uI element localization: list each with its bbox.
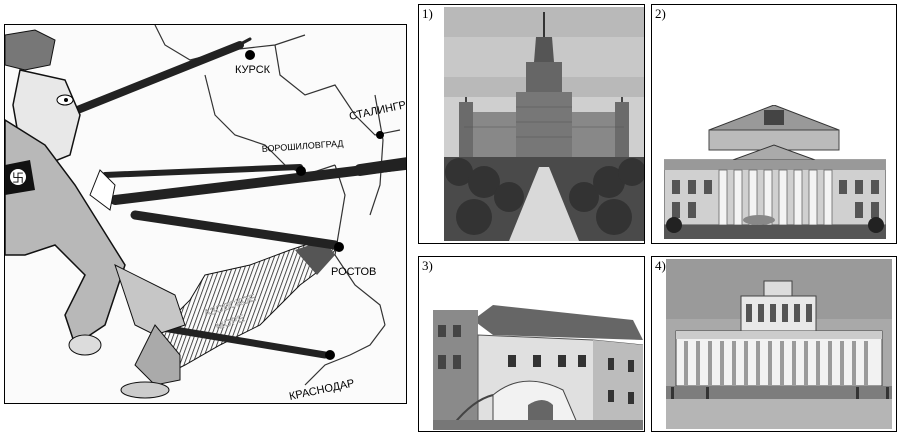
photo-panel-3: 3) (418, 256, 645, 432)
bayonet-rifles (61, 37, 406, 359)
building-photo-army-theatre (666, 259, 892, 429)
panel-number-2: 2) (655, 6, 666, 21)
panel-number-1: 1) (422, 6, 433, 21)
map-border-line (274, 44, 401, 136)
city-label-rostov: РОСТОВ (331, 266, 376, 278)
panel-number-4: 4) (655, 258, 666, 273)
photo-panel-4: 4) (651, 256, 897, 432)
city-markers (245, 50, 384, 360)
azov-coast-shading (295, 240, 335, 275)
cartoon-drawing: КУРСК ВОРОШИЛОВГРАД СТАЛИНГРАД РОСТОВ АЗ… (5, 25, 406, 403)
building-photo-university (444, 7, 644, 241)
photo-panel-1: 1) (418, 4, 645, 244)
war-cartoon: КУРСК ВОРОШИЛОВГРАД СТАЛИНГРАД РОСТОВ АЗ… (4, 24, 407, 404)
panel-number-3: 3) (422, 258, 433, 273)
photo-panel-2: 2) (651, 4, 897, 244)
caricature-figure: 卐 (5, 29, 186, 399)
building-photo-theatre (664, 105, 886, 239)
svg-text:卐: 卐 (12, 171, 24, 185)
map-border-line (304, 324, 386, 386)
building-photo-palace (433, 300, 643, 430)
city-label-kursk: КУРСК (235, 64, 271, 76)
